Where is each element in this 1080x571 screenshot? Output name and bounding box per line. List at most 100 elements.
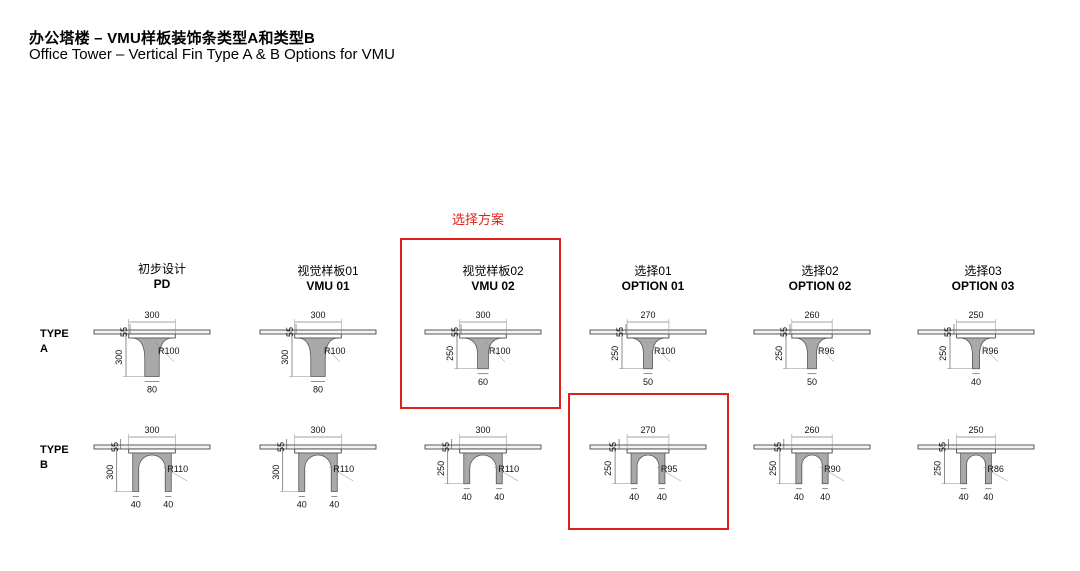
- fin-body: [462, 337, 504, 370]
- radius-label: R110: [333, 464, 354, 474]
- dim-left-leg-label: 40: [462, 492, 472, 502]
- column-header-en: OPTION 03: [951, 279, 1015, 293]
- dim-bottom-label: 60: [478, 377, 488, 387]
- dim-bottom-label: 50: [807, 377, 817, 387]
- dim-right-leg-label: 40: [163, 500, 173, 510]
- dim-depth-label: 250: [436, 461, 446, 476]
- radius-label: R100: [489, 346, 511, 356]
- radius-label: R96: [982, 346, 999, 356]
- dim-depth-label: 300: [114, 350, 124, 365]
- dim-top-label: 300: [144, 310, 159, 320]
- dim-bottom-label: 40: [971, 377, 981, 387]
- page-title-cn: 办公塔楼 – VMU样板装饰条类型A和类型B: [29, 30, 316, 47]
- column-header-cn: 初步设计: [137, 262, 186, 276]
- fin-type-b-drawing: 300 55 250 R110 40 40: [424, 425, 542, 502]
- fin-type-b-group: 300 55 250 R110 40 40: [424, 425, 542, 502]
- radius-leader: [154, 341, 175, 363]
- selected-type-a-box: [400, 238, 561, 409]
- fin-body: [297, 337, 339, 377]
- slab-line: [589, 329, 707, 335]
- column-header-vmu02: 视觉样板02 VMU 02: [418, 264, 568, 294]
- top-plate: [459, 448, 507, 454]
- column-header-cn: 选择02: [801, 264, 839, 278]
- top-plate: [128, 448, 176, 454]
- dim-depth-label: 250: [938, 346, 948, 361]
- dim-left-leg-label: 40: [131, 500, 141, 510]
- column-header-cn: 视觉样板01: [297, 264, 359, 278]
- slab-line: [259, 329, 377, 335]
- dim-slab-label: 55: [773, 442, 783, 452]
- dim-bottom-label: 80: [313, 385, 323, 395]
- page-title-en: Office Tower – Vertical Fin Type A & B O…: [29, 46, 395, 63]
- dim-slab-label: 55: [276, 442, 286, 452]
- row-label-type-b: TYPE B: [40, 443, 80, 473]
- top-plate: [294, 333, 342, 339]
- radius-leader: [650, 341, 671, 363]
- radius-leader: [320, 341, 341, 363]
- fin-body: [959, 337, 993, 370]
- radius-label: R110: [498, 464, 519, 474]
- top-plate: [459, 333, 507, 339]
- top-plate: [956, 448, 996, 454]
- dim-top-label: 300: [144, 425, 159, 435]
- dim-top-label: 300: [475, 310, 490, 320]
- selected-option-label: 选择方案: [452, 212, 505, 227]
- row-label-type-a: TYPE A: [40, 327, 80, 357]
- column-header-en: OPTION 01: [621, 279, 685, 293]
- slab-line: [424, 329, 542, 335]
- radius-label: R100: [654, 346, 676, 356]
- dim-top-label: 270: [640, 425, 655, 435]
- column-header-en: OPTION 02: [788, 279, 852, 293]
- dim-depth-label: 250: [610, 346, 620, 361]
- top-plate: [956, 333, 996, 339]
- dim-right-leg-label: 40: [820, 492, 830, 502]
- fin-type-a-group: 300 55 250 R100 60: [424, 310, 542, 387]
- fin-body: [463, 452, 503, 485]
- dim-slab-label: 55: [608, 442, 618, 452]
- dim-top-label: 300: [310, 310, 325, 320]
- dim-left-leg-label: 40: [959, 492, 969, 502]
- dim-slab-label: 55: [110, 442, 120, 452]
- dim-depth-label: 250: [445, 346, 455, 361]
- fin-type-a-drawing: 300 55 250 R100 60: [424, 310, 542, 387]
- dim-top-label: 270: [640, 310, 655, 320]
- dim-slab-label: 55: [450, 327, 460, 337]
- row-label-line1: TYPE: [40, 444, 69, 456]
- column-header-cn: 选择01: [634, 264, 672, 278]
- top-plate: [791, 448, 833, 454]
- dim-top-label: 300: [475, 425, 490, 435]
- dim-slab-label: 55: [285, 327, 295, 337]
- column-header-vmu01: 视觉样板01 VMU 01: [253, 264, 403, 294]
- fin-body: [960, 452, 992, 485]
- dim-bottom-label: 80: [147, 385, 157, 395]
- dim-slab-label: 55: [615, 327, 625, 337]
- fin-body: [298, 452, 338, 492]
- dim-slab-label: 55: [938, 442, 948, 452]
- dim-slab-label: 55: [441, 442, 451, 452]
- dim-top-label: 260: [804, 425, 819, 435]
- radius-leader: [485, 341, 506, 363]
- dim-right-leg-label: 40: [983, 492, 993, 502]
- dim-left-leg-label: 40: [794, 492, 804, 502]
- slab-line: [753, 329, 871, 335]
- radius-leader: [329, 466, 354, 482]
- radius-leader: [494, 466, 519, 482]
- radius-leader: [814, 341, 835, 363]
- radius-label: R86: [987, 464, 1004, 474]
- dim-top-label: 250: [968, 425, 983, 435]
- dim-right-leg-label: 40: [494, 492, 504, 502]
- dim-depth-label: 250: [603, 461, 613, 476]
- dim-depth-label: 300: [105, 465, 115, 480]
- dim-top-label: 250: [968, 310, 983, 320]
